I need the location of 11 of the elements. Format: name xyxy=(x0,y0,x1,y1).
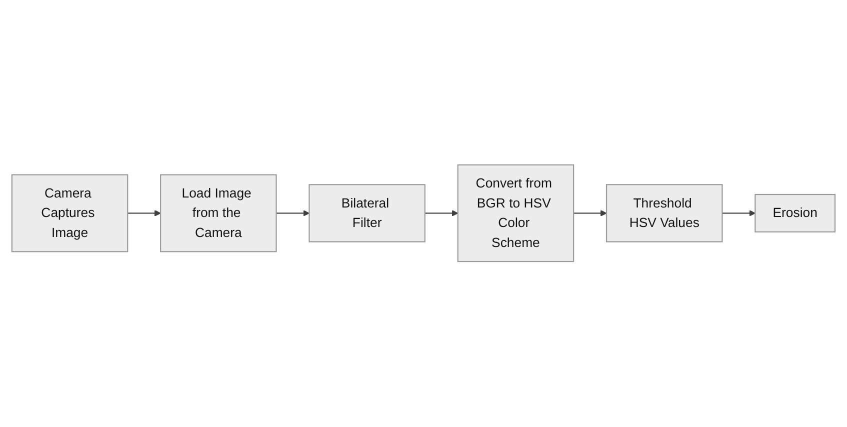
arrow xyxy=(574,210,607,217)
node-box: Load Image from the Camera xyxy=(160,174,277,252)
arrow xyxy=(276,210,310,217)
node-box: Camera Captures Image xyxy=(11,174,128,252)
arrow xyxy=(128,210,161,217)
node-box: Threshold HSV Values xyxy=(606,184,723,243)
node-box: Convert from BGR to HSV Color Scheme xyxy=(457,164,574,262)
node-box: Bilateral Filter xyxy=(308,184,426,243)
arrow xyxy=(722,210,756,217)
node-box: Erosion xyxy=(754,194,836,233)
arrow xyxy=(424,210,458,217)
